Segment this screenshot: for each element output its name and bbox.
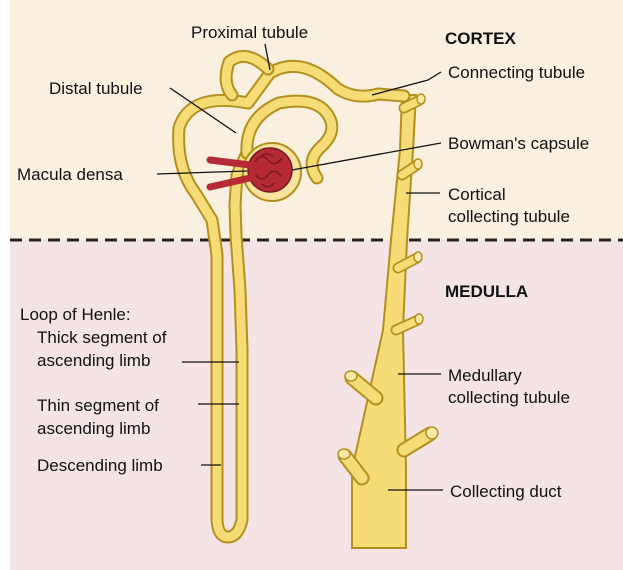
label-thin-segment-1: Thin segment of (37, 396, 159, 415)
cortex-region (10, 0, 623, 240)
label-medullary-collecting-2: collecting tubule (448, 388, 570, 407)
label-medullary-collecting-1: Medullary (448, 366, 522, 385)
label-connecting-tubule: Connecting tubule (448, 63, 585, 82)
label-descending-limb: Descending limb (37, 456, 163, 475)
label-distal-tubule: Distal tubule (49, 79, 143, 98)
label-thick-segment-1: Thick segment of (37, 328, 167, 347)
label-bowmans-capsule: Bowman's capsule (448, 134, 589, 153)
label-cortical-collecting-2: collecting tubule (448, 207, 570, 226)
label-collecting-duct: Collecting duct (450, 482, 562, 501)
label-thick-segment-2: ascending limb (37, 351, 150, 370)
cortex-label: CORTEX (445, 29, 517, 48)
medulla-label: MEDULLA (445, 282, 528, 301)
label-loop-of-henle: Loop of Henle: (20, 305, 131, 324)
label-macula-densa: Macula densa (17, 165, 123, 184)
label-proximal-tubule: Proximal tubule (191, 23, 308, 42)
label-thin-segment-2: ascending limb (37, 419, 150, 438)
label-cortical-collecting-1: Cortical (448, 185, 506, 204)
